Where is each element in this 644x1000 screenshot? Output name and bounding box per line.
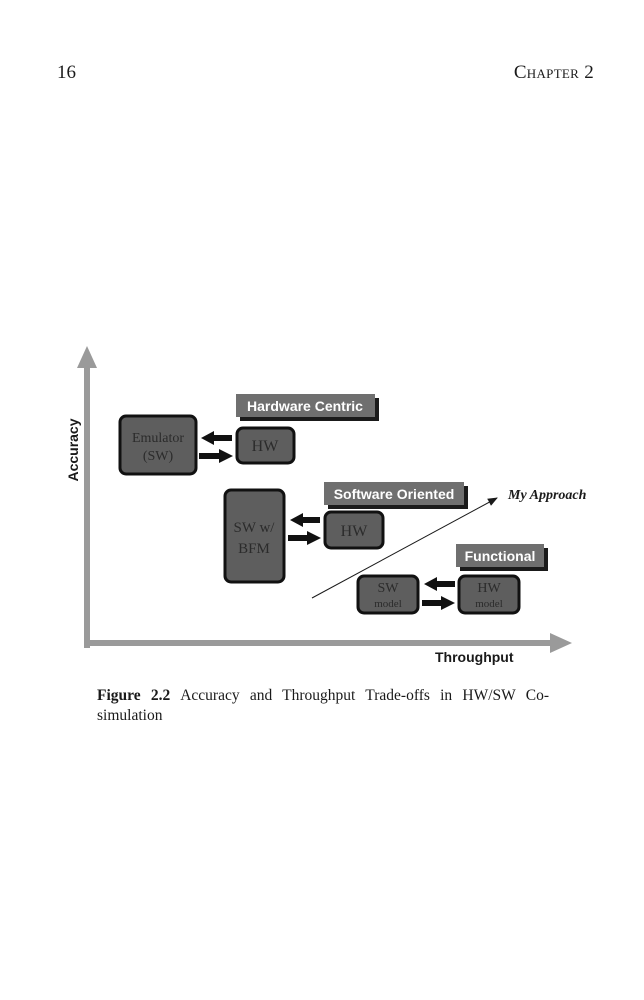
hw-box-line-1: HW bbox=[477, 581, 501, 596]
axes bbox=[77, 346, 572, 653]
group-title: Hardware Centric bbox=[247, 398, 363, 414]
group-title: Software Oriented bbox=[334, 486, 455, 502]
hw-box bbox=[457, 574, 521, 615]
approach-label: My Approach bbox=[507, 488, 587, 503]
hw-box bbox=[323, 510, 385, 550]
group-software-oriented: Software Oriented SW w/ BFM HW bbox=[223, 482, 468, 584]
hw-box bbox=[235, 426, 296, 465]
hw-box-line-1: HW bbox=[252, 438, 280, 455]
arrow-left-icon bbox=[201, 431, 232, 445]
caption-text: Accuracy and Throughput Trade-offs in HW… bbox=[97, 687, 549, 724]
y-axis-arrowhead bbox=[77, 346, 97, 368]
sw-box bbox=[118, 414, 198, 476]
arrow-right-icon bbox=[288, 531, 321, 545]
arrow-right-icon bbox=[422, 596, 455, 610]
title-bar bbox=[456, 544, 544, 567]
group-functional: Functional SW model HW model bbox=[356, 544, 548, 615]
sw-box-line-1: SW bbox=[378, 581, 400, 596]
sw-box-line-2: (SW) bbox=[143, 449, 174, 464]
sw-box-line-1: SW w/ bbox=[234, 520, 276, 536]
sw-box bbox=[223, 488, 286, 584]
approach-arrow bbox=[311, 497, 498, 599]
hw-box-line-2: model bbox=[475, 598, 503, 610]
group-hardware-centric: Hardware Centric Emulator (SW) HW bbox=[118, 394, 379, 476]
arrow-left-icon bbox=[424, 577, 455, 591]
x-axis-label: Throughput bbox=[435, 649, 514, 665]
page-number: 16 bbox=[57, 62, 76, 83]
title-bar bbox=[236, 394, 375, 417]
sw-box-line-2: model bbox=[374, 598, 402, 610]
arrow-right-icon bbox=[199, 449, 233, 463]
figure-number: Figure 2.2 bbox=[97, 687, 171, 704]
chapter-label: Chapter 2 bbox=[513, 62, 594, 83]
sw-box bbox=[356, 574, 420, 615]
group-title: Functional bbox=[465, 548, 536, 564]
hw-box-line-1: HW bbox=[341, 523, 369, 540]
y-axis-label: Accuracy bbox=[65, 418, 81, 481]
sw-box-line-2: BFM bbox=[238, 541, 270, 557]
title-bar bbox=[324, 482, 464, 505]
x-axis-arrowhead bbox=[550, 633, 572, 653]
arrow-left-icon bbox=[290, 513, 320, 527]
sw-box-line-1: Emulator bbox=[132, 431, 184, 446]
